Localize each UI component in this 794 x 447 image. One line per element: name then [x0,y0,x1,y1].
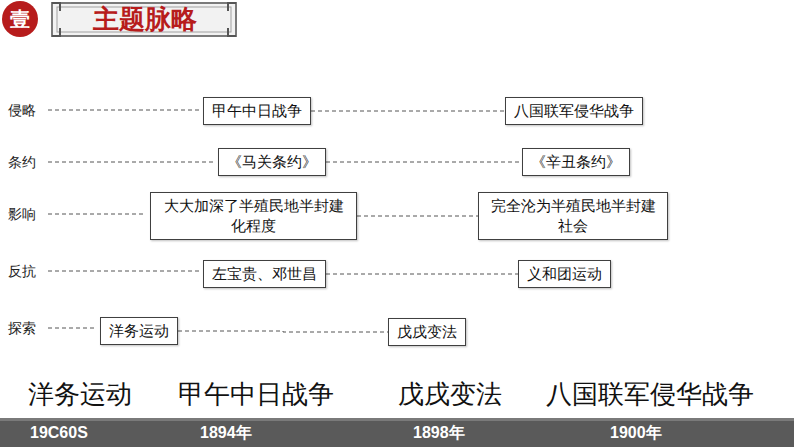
dashed-connector [178,331,388,332]
timeline-bar-edge [0,418,794,421]
title-frame [52,3,236,36]
exploration-box: 戊戌变法 [388,318,466,346]
impact-box: 大大加深了半殖民地半封建化程度 [150,192,357,240]
timeline-event: 戊戌变法 [398,379,502,409]
row-label: 侵略 [8,101,36,119]
timeline-event: 洋务运动 [28,379,132,409]
timeline-year: 1900年 [610,423,662,443]
box-text: 左宝贵、邓世昌 [212,264,317,284]
exploration-box: 洋务运动 [100,317,178,345]
resistance-box: 左宝贵、邓世昌 [203,260,326,288]
dashed-connector [311,111,505,112]
box-text: 戊戌变法 [397,322,457,342]
timeline-year: 19C60S [30,423,88,443]
timeline-year: 1894年 [200,423,252,443]
dashed-connector [326,162,522,163]
impact-box: 完全沦为半殖民地半封建社会 [478,192,668,240]
box-text: 《马关条约》 [227,152,317,172]
box-text: 义和团运动 [527,264,602,284]
section-badge: 壹 [2,1,38,37]
box-text: 八国联军侵华战争 [514,101,634,121]
box-text: 壹 [10,9,30,29]
frame-corner [52,3,236,36]
treaty-box: 《辛丑条约》 [522,148,630,176]
dashed-connector [357,216,478,217]
timeline-year: 1898年 [413,423,465,443]
event-box: 八国联军侵华战争 [505,97,643,125]
row-label: 条约 [8,153,36,171]
dashed-connector [326,274,518,275]
row-label: 探索 [8,319,36,337]
heading: 主题脉略 [70,3,220,35]
box-text: 大大加深了半殖民地半封建化程度 [159,196,348,236]
timeline-bar [0,418,794,447]
row-label: 影响 [8,205,36,223]
treaty-box: 《马关条约》 [218,148,326,176]
box-text: 洋务运动 [109,321,169,341]
box-text: 完全沦为半殖民地半封建社会 [487,196,659,236]
box-text: 甲午中日战争 [212,101,302,121]
box-text: 《辛丑条约》 [531,152,621,172]
timeline-event: 甲午中日战争 [178,379,334,409]
resistance-box: 义和团运动 [518,260,611,288]
row-label: 反抗 [8,262,36,280]
event-box: 甲午中日战争 [203,97,311,125]
timeline-event: 八国联军侵华战争 [546,379,754,409]
